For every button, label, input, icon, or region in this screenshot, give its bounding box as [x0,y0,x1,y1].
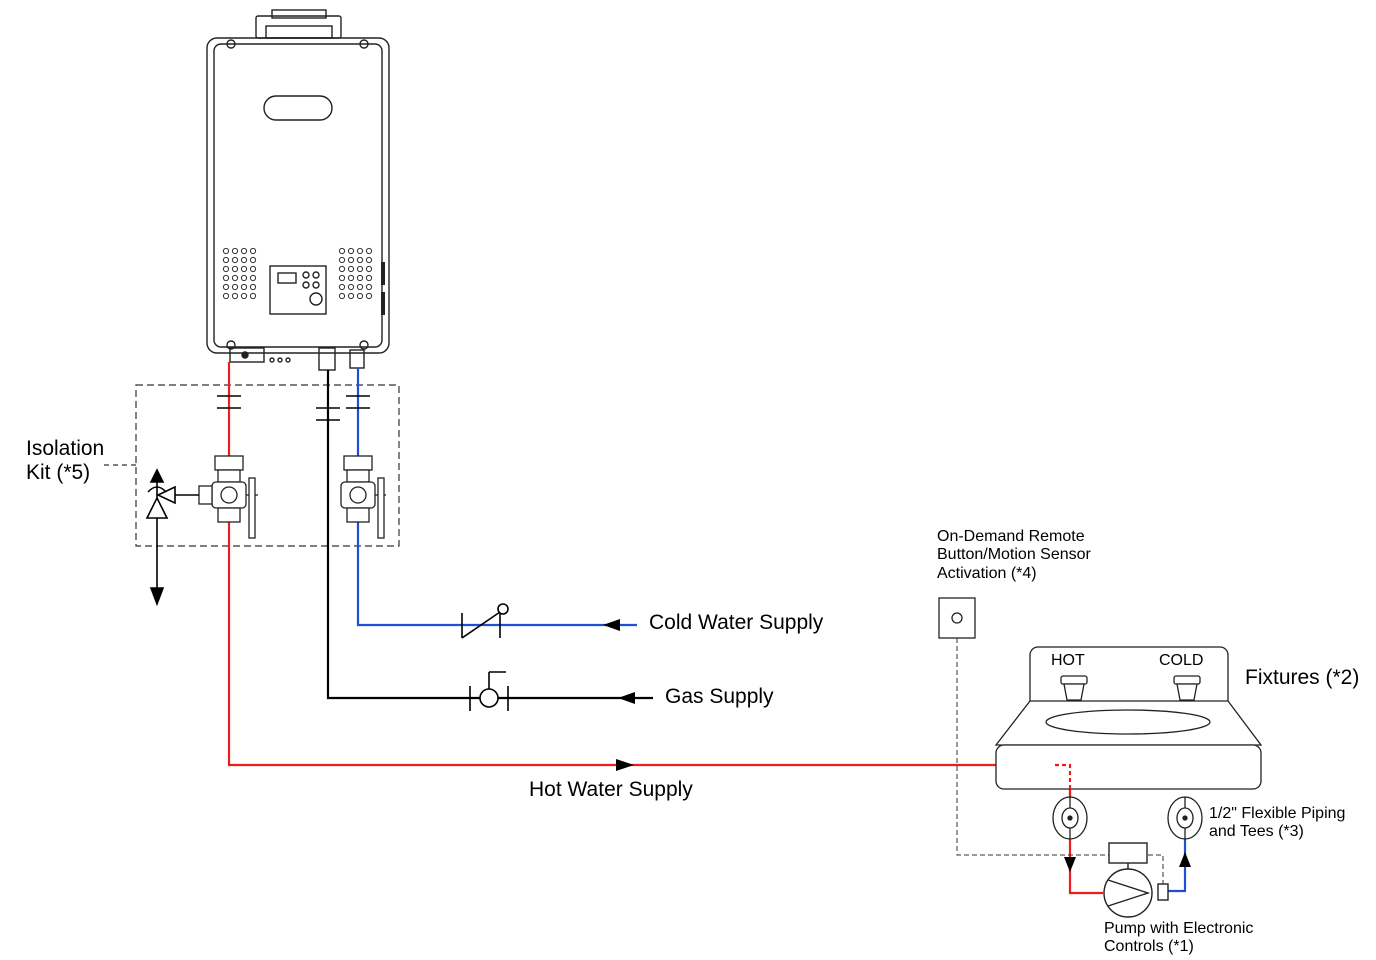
vent-hole [347,292,355,300]
flexible-tee-icon [1052,796,1203,840]
vent-hole [347,256,355,264]
pressure-relief-valve-icon [145,468,199,607]
flex-piping-label-line: and Tees (*3) [1209,823,1304,841]
hot-water-supply-label: Hot Water Supply [529,778,693,801]
vent-hole [338,283,346,291]
pipe-union [217,395,370,421]
vent-hole [231,274,239,282]
isolation-kit-label-line: Isolation [26,437,105,460]
vent-hole [240,283,248,291]
gas-pipe [326,370,653,700]
vent-hole [338,274,346,282]
vent-hole [365,292,373,300]
vent-hole [338,292,346,300]
vent-hole [222,283,230,291]
vent-hole [231,247,239,255]
vent-hole [338,247,346,255]
isolation-kit-label-line: Kit (*5) [26,461,91,485]
cold-water-pipe [356,368,637,627]
vent-hole [222,292,230,300]
cold-water-supply-label: Cold Water Supply [649,611,824,634]
vent-hole [356,247,364,255]
vent-hole [356,283,364,291]
vent-hole [249,292,257,300]
vent-hole [356,265,364,273]
vent-hole [365,274,373,282]
vent-hole [347,247,355,255]
vent-hole [231,265,239,273]
pump-label-line: Pump with Electronic [1104,920,1254,937]
gas-valve-icon [469,671,509,711]
vent-hole [249,274,257,282]
vent-hole [356,292,364,300]
vent-hole [240,247,248,255]
vent-hole [231,256,239,264]
vent-hole [222,265,230,273]
check-valve-icon [461,603,509,639]
vent-hole [231,283,239,291]
vent-hole [347,265,355,273]
vent-hole [222,247,230,255]
vent-hole [338,265,346,273]
isolation-kit-label: Isolation Kit (*5) [26,437,104,485]
vent-hole [338,256,346,264]
vent-hole [249,247,257,255]
vent-hole [249,265,257,273]
vent-hole [240,274,248,282]
remote-button-icon [938,597,976,639]
gas-supply-label: Gas Supply [665,685,774,708]
vent-hole [240,265,248,273]
vent-hole [249,256,257,264]
remote-activation-label-line: Activation (*4) [937,564,1037,582]
remote-activation-label-line: Button/Motion Sensor [937,546,1091,564]
faucet-cold-label: COLD [1159,652,1204,669]
flex-piping-label-line: 1/2" Flexible Piping [1209,805,1346,822]
flex-piping-label: 1/2" Flexible Piping and Tees (*3) [1209,805,1345,842]
vent-hole [356,256,364,264]
vent-hole [365,265,373,273]
vent-hole [365,247,373,255]
remote-activation-label: On-Demand Remote Button/Motion Sensor Ac… [937,528,1091,583]
ball-valve-icon [198,455,386,539]
vent-hole [356,274,364,282]
vent-hole [222,256,230,264]
faucet-hot-label: HOT [1051,652,1085,669]
vent-hole [347,283,355,291]
sink-icon [994,646,1263,790]
vent-grid [222,247,373,300]
control-wire [956,638,1164,884]
vent-hole [249,283,257,291]
vent-hole [231,292,239,300]
vent-hole [347,274,355,282]
isolation-kit-box [135,384,400,547]
vent-hole [222,274,230,282]
hot-fixture-link [1055,763,1072,797]
pump-icon [1103,842,1169,918]
vent-hole [365,283,373,291]
pump-label: Pump with Electronic Controls (*1) [1104,920,1253,957]
vent-hole [365,256,373,264]
vent-hole [240,256,248,264]
flow-arrow-icon [603,619,1191,872]
remote-activation-label-line: On-Demand Remote [937,528,1085,545]
fixtures-label: Fixtures (*2) [1245,666,1360,689]
pump-label-line: Controls (*1) [1104,938,1194,956]
water-heater-icon [206,9,390,371]
vent-hole [240,292,248,300]
